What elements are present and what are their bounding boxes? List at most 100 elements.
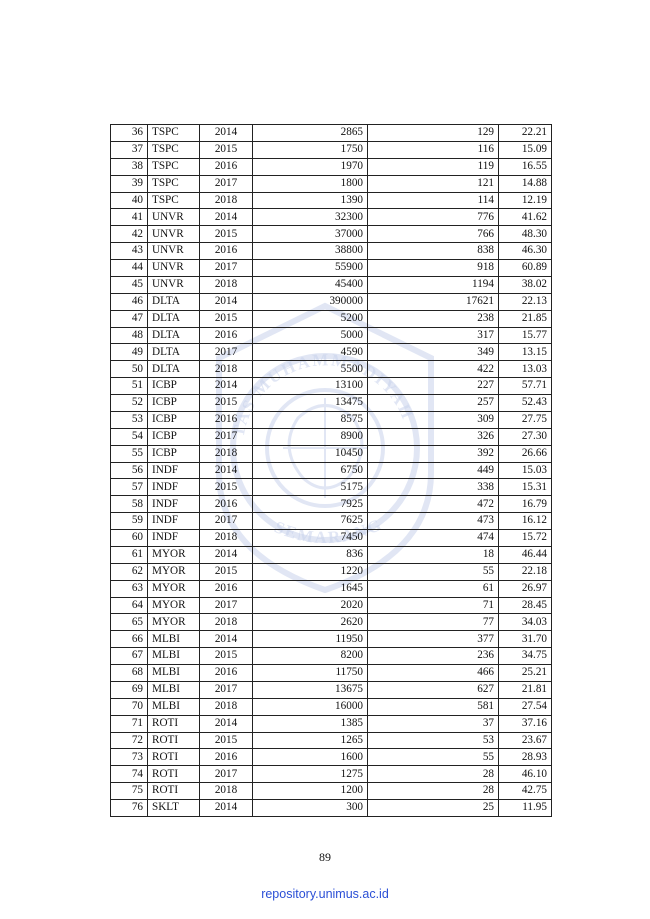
row-number: 59 — [110, 512, 148, 530]
count-cell: 71 — [367, 596, 499, 615]
row-number: 39 — [110, 174, 148, 193]
count-cell: 28 — [367, 782, 499, 800]
value-cell: 38800 — [252, 242, 368, 260]
company-code: ICBP — [147, 394, 200, 412]
company-code: DLTA — [147, 360, 200, 379]
ratio-cell: 12.19 — [498, 191, 552, 210]
page-number: 89 — [319, 850, 331, 864]
year-cell: 2014 — [199, 545, 253, 564]
count-cell: 918 — [367, 259, 499, 277]
value-cell: 7625 — [252, 512, 368, 530]
year-cell: 2017 — [199, 259, 253, 277]
ratio-cell: 26.66 — [498, 444, 552, 463]
year-cell: 2014 — [199, 714, 253, 733]
company-code: MLBI — [147, 697, 200, 716]
value-cell: 8200 — [252, 647, 368, 665]
row-number: 53 — [110, 410, 148, 429]
company-code: INDF — [147, 461, 200, 480]
company-code: INDF — [147, 529, 200, 547]
value-cell: 1265 — [252, 731, 368, 750]
year-cell: 2018 — [199, 613, 253, 632]
row-number: 48 — [110, 326, 148, 345]
value-cell: 7450 — [252, 529, 368, 547]
year-cell: 2015 — [199, 562, 253, 581]
ratio-cell: 16.12 — [498, 512, 552, 530]
company-code: MLBI — [147, 664, 200, 682]
row-number: 63 — [110, 579, 148, 598]
ratio-cell: 21.85 — [498, 309, 552, 328]
value-cell: 1200 — [252, 782, 368, 800]
ratio-cell: 11.95 — [498, 799, 552, 817]
ratio-cell: 28.45 — [498, 596, 552, 615]
ratio-cell: 22.13 — [498, 292, 552, 311]
value-cell: 8900 — [252, 427, 368, 446]
count-cell: 25 — [367, 799, 499, 817]
company-code: MYOR — [147, 579, 200, 598]
company-code: TSPC — [147, 174, 200, 193]
year-cell: 2017 — [199, 512, 253, 530]
company-code: ROTI — [147, 765, 200, 784]
count-cell: 116 — [367, 140, 499, 159]
ratio-cell: 31.70 — [498, 630, 552, 649]
year-cell: 2016 — [199, 495, 253, 514]
company-code: MYOR — [147, 562, 200, 581]
value-cell: 16000 — [252, 697, 368, 716]
row-number: 43 — [110, 242, 148, 260]
ratio-cell: 27.54 — [498, 697, 552, 716]
row-number: 50 — [110, 360, 148, 379]
repository-link[interactable]: repository.unimus.ac.id — [261, 887, 389, 901]
year-cell: 2014 — [199, 630, 253, 649]
count-cell: 17621 — [367, 292, 499, 311]
count-cell: 838 — [367, 242, 499, 260]
value-cell: 13675 — [252, 680, 368, 699]
value-cell: 5200 — [252, 309, 368, 328]
year-cell: 2017 — [199, 343, 253, 362]
value-cell: 5000 — [252, 326, 368, 345]
row-number: 73 — [110, 748, 148, 767]
value-cell: 2865 — [252, 124, 368, 142]
row-number: 56 — [110, 461, 148, 480]
year-cell: 2016 — [199, 579, 253, 598]
year-cell: 2018 — [199, 275, 253, 294]
value-cell: 1600 — [252, 748, 368, 767]
count-cell: 474 — [367, 529, 499, 547]
year-cell: 2018 — [199, 529, 253, 547]
year-cell: 2016 — [199, 326, 253, 345]
count-cell: 349 — [367, 343, 499, 362]
count-cell: 257 — [367, 394, 499, 412]
year-cell: 2017 — [199, 427, 253, 446]
row-number: 45 — [110, 275, 148, 294]
ratio-cell: 46.30 — [498, 242, 552, 260]
company-code: DLTA — [147, 292, 200, 311]
year-cell: 2015 — [199, 225, 253, 244]
value-cell: 4590 — [252, 343, 368, 362]
year-cell: 2018 — [199, 697, 253, 716]
count-cell: 317 — [367, 326, 499, 345]
company-code: DLTA — [147, 343, 200, 362]
count-cell: 766 — [367, 225, 499, 244]
value-cell: 1800 — [252, 174, 368, 193]
ratio-cell: 15.31 — [498, 478, 552, 497]
company-code: MYOR — [147, 613, 200, 632]
ratio-cell: 21.81 — [498, 680, 552, 699]
row-number: 62 — [110, 562, 148, 581]
company-code: INDF — [147, 478, 200, 497]
row-number: 47 — [110, 309, 148, 328]
row-number: 38 — [110, 157, 148, 176]
value-cell: 300 — [252, 799, 368, 817]
ratio-cell: 15.09 — [498, 140, 552, 159]
ratio-cell: 37.16 — [498, 714, 552, 733]
ratio-cell: 42.75 — [498, 782, 552, 800]
year-cell: 2016 — [199, 157, 253, 176]
ratio-cell: 27.30 — [498, 427, 552, 446]
